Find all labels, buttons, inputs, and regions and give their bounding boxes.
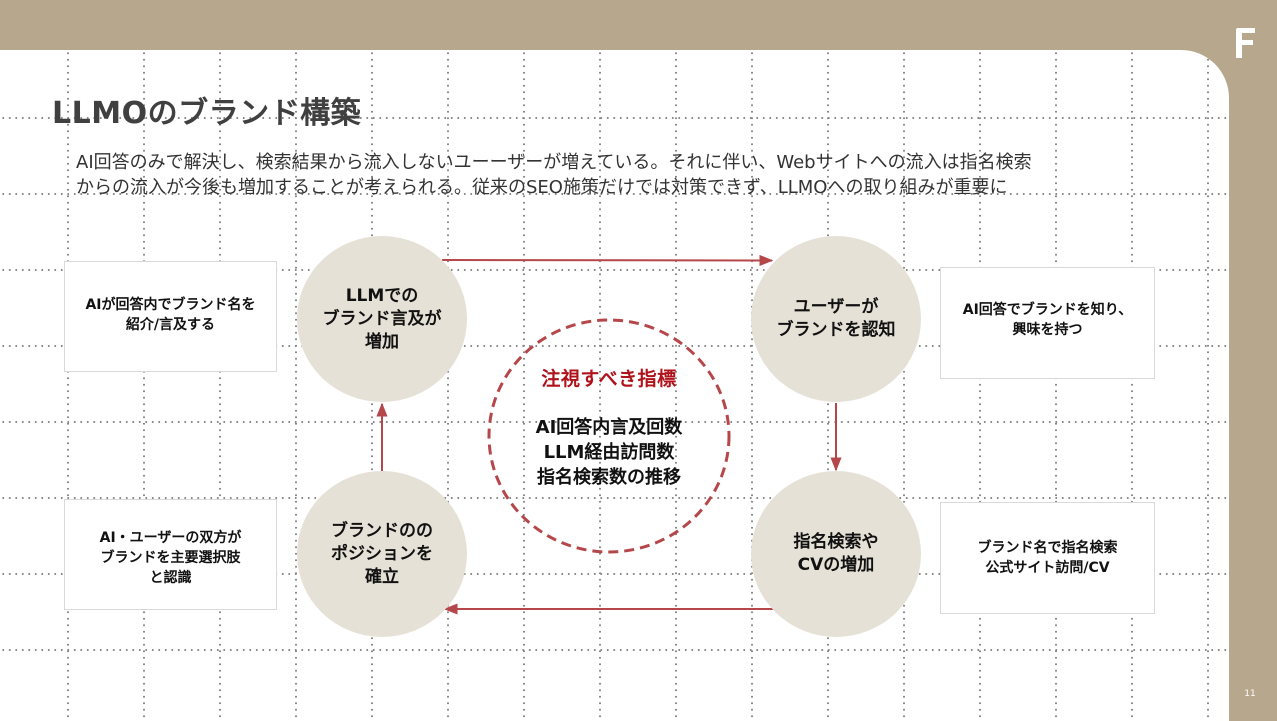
center-title: 注視すべき指標 <box>541 368 677 390</box>
cycle-circle-text: ブランドのの ポジションを 確立 <box>331 520 433 587</box>
description-line-1: AI回答のみで解決し、検索結果から流入しないユーーザーが増えている。それに伴い、… <box>76 152 1032 173</box>
cycle-circle-text: 指名検索や CVの増加 <box>793 532 879 575</box>
cycle-circle-brand-position: ブランドのの ポジションを 確立 <box>297 471 467 637</box>
cycle-circle-llm-mention: LLMでの ブランド言及が 増加 <box>297 236 467 402</box>
note-box-llm-mention: AIが回答内でブランド名を 紹介/言及する <box>64 261 277 372</box>
cycle-circle-text: LLMでの ブランド言及が 増加 <box>322 285 442 352</box>
note-text-brand-position: AI・ユーザーの双方が ブランドを主要選択肢 と認識 <box>99 530 242 586</box>
center-metrics-list: AI回答内言及回数 LLM経由訪問数 指名検索数の推移 <box>535 417 683 488</box>
note-text-user-awareness: AI回答でブランドを知り、 興味を持つ <box>962 302 1133 338</box>
note-text-llm-mention: AIが回答内でブランド名を 紹介/言及する <box>85 297 256 333</box>
description-line-2: からの流入が今後も増加することが考えられる。従来のSEO施策だけでは対策できず、… <box>76 177 1008 198</box>
brand-logo-icon <box>1236 28 1255 58</box>
cycle-circle-search-cv: 指名検索や CVの増加 <box>751 471 921 637</box>
slide-title: LLMOのブランド構築 <box>52 96 362 131</box>
note-box-user-awareness: AI回答でブランドを知り、 興味を持つ <box>940 267 1155 379</box>
slide-description: AI回答のみで解決し、検索結果から流入しないユーーザーが増えている。それに伴い、… <box>76 150 1216 200</box>
note-box-brand-position: AI・ユーザーの双方が ブランドを主要選択肢 と認識 <box>64 499 277 610</box>
cycle-circle-text: ユーザーが ブランドを認知 <box>776 297 896 340</box>
note-text-search-cv: ブランド名で指名検索 公式サイト訪問/CV <box>977 540 1118 576</box>
note-box-search-cv: ブランド名で指名検索 公式サイト訪問/CV <box>940 502 1155 614</box>
page-number: 11 <box>1244 689 1256 699</box>
cycle-circle-user-awareness: ユーザーが ブランドを認知 <box>751 236 921 402</box>
center-metrics: 注視すべき指標 AI回答内言及回数 LLM経由訪問数 指名検索数の推移 <box>488 319 730 553</box>
